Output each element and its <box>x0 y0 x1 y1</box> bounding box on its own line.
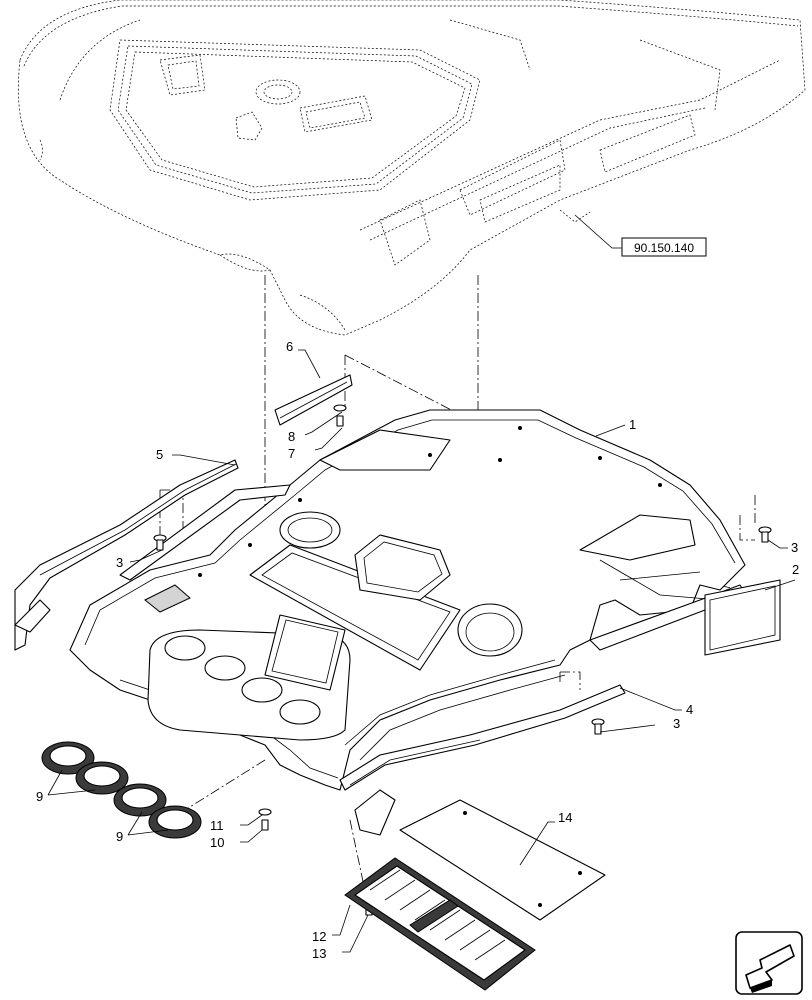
callout-1: 1 <box>629 417 636 432</box>
label-plate-item-2 <box>704 579 781 656</box>
callout-6: 6 <box>286 339 293 354</box>
left-edge-strip <box>119 484 291 581</box>
bracket-item-6 <box>274 374 353 426</box>
reference-label: 90.150.140 <box>634 241 694 255</box>
callout-3a: 3 <box>116 555 123 570</box>
left-side-trim <box>14 459 239 651</box>
callout-9a: 9 <box>36 789 43 804</box>
callout-8: 8 <box>288 429 295 444</box>
callouts: 1 2 3 3 3 4 5 6 7 8 9 9 10 11 12 13 14 <box>36 339 799 961</box>
callout-11: 11 <box>210 818 224 833</box>
callout-7: 7 <box>288 446 295 461</box>
callout-3c: 3 <box>673 716 680 731</box>
right-front-trim <box>354 789 396 836</box>
cover-plate-item-14 <box>399 799 606 921</box>
headliner-panel <box>69 409 746 791</box>
callout-4: 4 <box>686 702 693 717</box>
callout-13: 13 <box>312 946 326 961</box>
front-trim <box>339 684 626 791</box>
fasteners <box>153 404 772 916</box>
callout-14: 14 <box>558 810 572 825</box>
navigation-arrow-icon <box>735 931 803 995</box>
callout-5: 5 <box>156 447 163 462</box>
callout-12: 12 <box>312 929 326 944</box>
callout-3b: 3 <box>791 540 798 555</box>
callout-10: 10 <box>210 835 224 850</box>
cab-roof-shell <box>17 0 806 336</box>
leader-lines <box>47 349 796 953</box>
vent-knobs-item-9 <box>41 741 202 839</box>
callout-9b: 9 <box>116 829 123 844</box>
grille-item-12 <box>344 857 536 991</box>
callout-2: 2 <box>792 562 799 577</box>
reference-label-box: 90.150.140 <box>574 214 707 257</box>
